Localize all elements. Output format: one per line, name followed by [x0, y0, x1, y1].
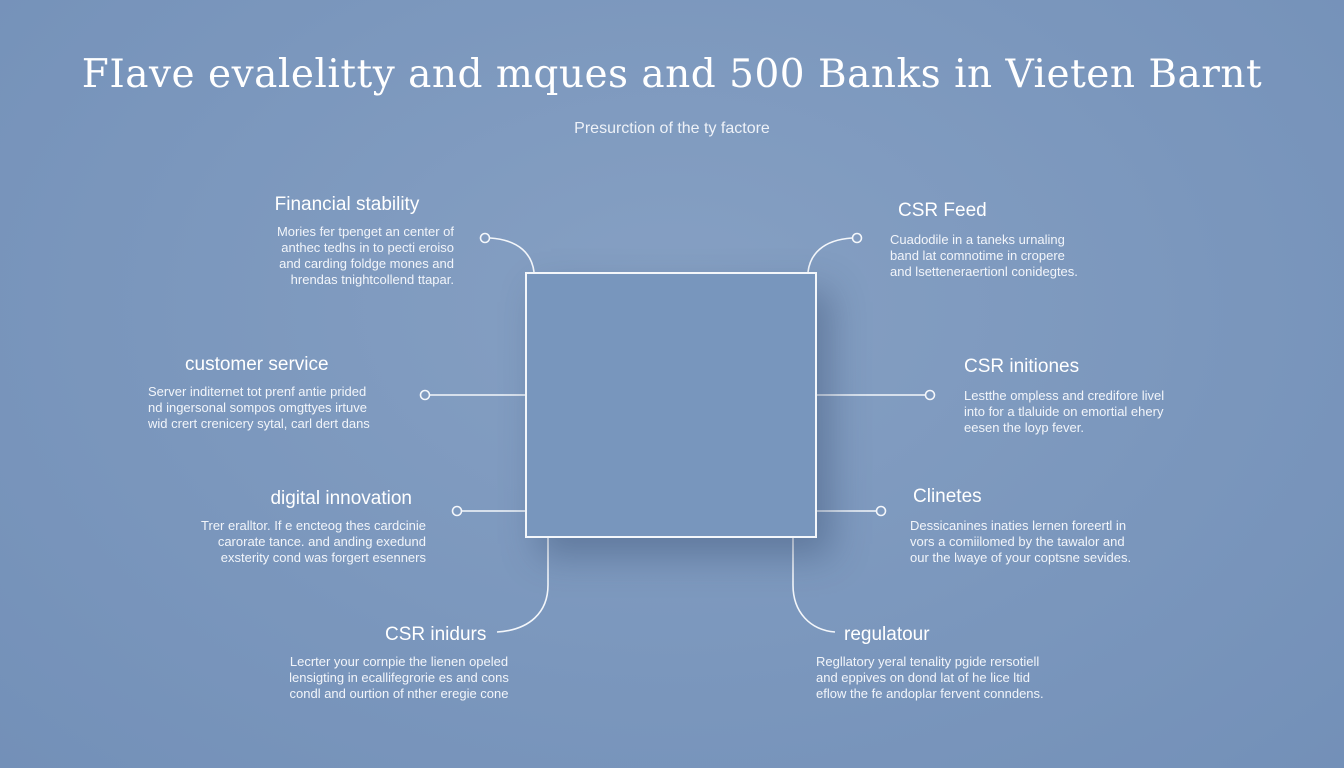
connector-dot-financial [479, 232, 491, 244]
node-clinetes: Clinetes Dessicanines inaties lernen for… [910, 486, 1160, 566]
node-description: Dessicanines inaties lernen foreertl in … [910, 518, 1132, 565]
node-heading: CSR initiones [964, 356, 1080, 377]
node-description: Cuadodile in a taneks urnaling band lat … [890, 232, 1078, 279]
node-heading: Clinetes [913, 486, 982, 507]
connector-dot-csr-feed [851, 232, 863, 244]
node-regulatour: regulatour Regllatory yeral tenality pgi… [816, 624, 1066, 702]
node-csr-inidurs: CSR inidurs Lecrter your cornpie the lie… [268, 624, 530, 702]
node-heading: digital innovation [270, 488, 412, 509]
node-description: Trer eralltor. If e encteog thes cardcin… [201, 518, 426, 565]
node-heading: regulatour [844, 624, 930, 645]
connector-financial [489, 237, 535, 273]
node-description: Server inditernet tot prenf antie prided… [148, 384, 370, 431]
diagram-title: FIave evalelitty and mques and 500 Banks… [81, 52, 1263, 97]
diagram-subtitle: Presurction of the ty factore [574, 120, 770, 137]
node-description: Lecrter your cornpie the lienen opeled l… [289, 654, 509, 701]
node-heading: CSR inidurs [385, 624, 487, 645]
connector-dot-customer [419, 389, 431, 401]
node-description: Regllatory yeral tenality pgide rersotie… [816, 654, 1044, 701]
node-financial-stability: Financial stability Mories fer tpenget a… [240, 194, 454, 288]
connector-csr-feed [807, 237, 853, 273]
connector-regulatour [792, 538, 836, 633]
connector-dot-clinetes [875, 505, 887, 517]
node-heading: customer service [185, 354, 329, 375]
node-digital-innovation: digital innovation Trer eralltor. If e e… [170, 488, 426, 566]
node-heading: Financial stability [274, 194, 420, 215]
node-heading: CSR Feed [898, 200, 987, 221]
connector-dot-csr-initiones [924, 389, 936, 401]
node-description: Lestthe ompless and credifore livel into… [964, 388, 1165, 435]
connector-csr-inidurs [496, 538, 549, 633]
node-customer-service: customer service Server inditernet tot p… [148, 354, 408, 432]
node-description: Mories fer tpenget an center of anthec t… [276, 224, 454, 287]
center-box [525, 272, 817, 538]
node-csr-initiones: CSR initiones Lestthe ompless and credif… [964, 356, 1204, 436]
node-csr-feed: CSR Feed Cuadodile in a taneks urnaling … [890, 200, 1110, 280]
connector-dot-digital [451, 505, 463, 517]
